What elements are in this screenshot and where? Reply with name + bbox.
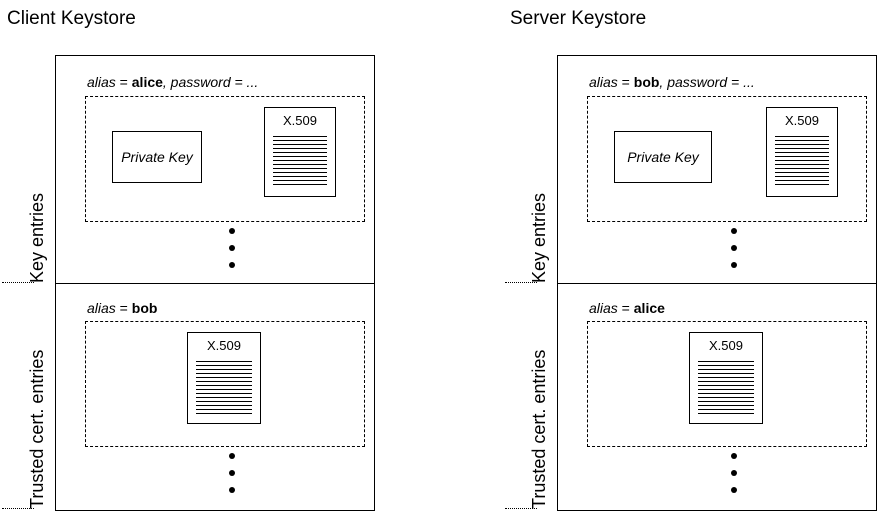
certificate-label: X.509 [709, 338, 743, 353]
certificate-text-lines [698, 361, 754, 415]
client-key-more-dots [229, 228, 237, 279]
private-key-label: Private Key [121, 149, 193, 165]
alias-word: alias [589, 74, 618, 90]
certificate-label: X.509 [785, 113, 819, 128]
section-divider [558, 283, 876, 284]
server-trusted-section-marker [505, 508, 537, 509]
client-trusted-certificate-icon: X.509 [187, 332, 261, 424]
client-keystore-box: alias = alice, password = ... Private Ke… [55, 55, 375, 511]
server-trusted-entry-alias: alias = alice [589, 300, 665, 316]
section-divider [56, 283, 374, 284]
client-keystore-title: Client Keystore [7, 8, 136, 29]
private-key-label: Private Key [627, 149, 699, 165]
client-trusted-entry-box [85, 321, 365, 447]
server-key-certificate-icon: X.509 [766, 107, 838, 197]
alias-value: alice [633, 300, 665, 316]
server-trusted-entry-box [587, 321, 867, 447]
certificate-text-lines [196, 361, 252, 415]
server-key-entry-alias: alias = bob, password = ... [589, 74, 755, 90]
alias-word: alias [589, 300, 618, 316]
server-key-section-marker [505, 282, 537, 283]
server-key-entry-box [587, 96, 867, 222]
alias-value: bob [131, 300, 158, 316]
client-key-entry-box [85, 96, 365, 222]
server-key-entries-label: Key entries [529, 192, 549, 283]
client-trusted-more-dots [229, 453, 237, 504]
server-trusted-entries-label: Trusted cert. entries [529, 349, 549, 509]
alias-equals: = [617, 74, 634, 90]
server-trusted-more-dots [731, 453, 739, 504]
client-key-entry-alias: alias = alice, password = ... [87, 74, 258, 90]
certificate-text-lines [273, 136, 327, 188]
alias-word: alias [87, 74, 116, 90]
password-text: , password = ... [659, 74, 755, 90]
server-keystore-title: Server Keystore [510, 8, 647, 29]
client-trusted-entry-alias: alias = bob [87, 300, 157, 316]
client-key-section-marker [2, 282, 34, 283]
certificate-text-lines [775, 136, 829, 188]
server-key-more-dots [731, 228, 739, 279]
certificate-label: X.509 [207, 338, 241, 353]
alias-equals: = [115, 300, 132, 316]
client-trusted-section-marker [2, 508, 34, 509]
certificate-label: X.509 [283, 113, 317, 128]
server-private-key-box: Private Key [614, 131, 712, 183]
alias-equals: = [115, 74, 132, 90]
alias-equals: = [617, 300, 634, 316]
password-text: , password = ... [162, 74, 259, 90]
client-key-certificate-icon: X.509 [264, 107, 336, 197]
server-trusted-certificate-icon: X.509 [689, 332, 763, 424]
alias-word: alias [87, 300, 116, 316]
client-private-key-box: Private Key [112, 131, 202, 183]
alias-value: bob [633, 74, 660, 90]
alias-value: alice [131, 74, 163, 90]
server-keystore-box: alias = bob, password = ... Private Key … [557, 55, 877, 511]
